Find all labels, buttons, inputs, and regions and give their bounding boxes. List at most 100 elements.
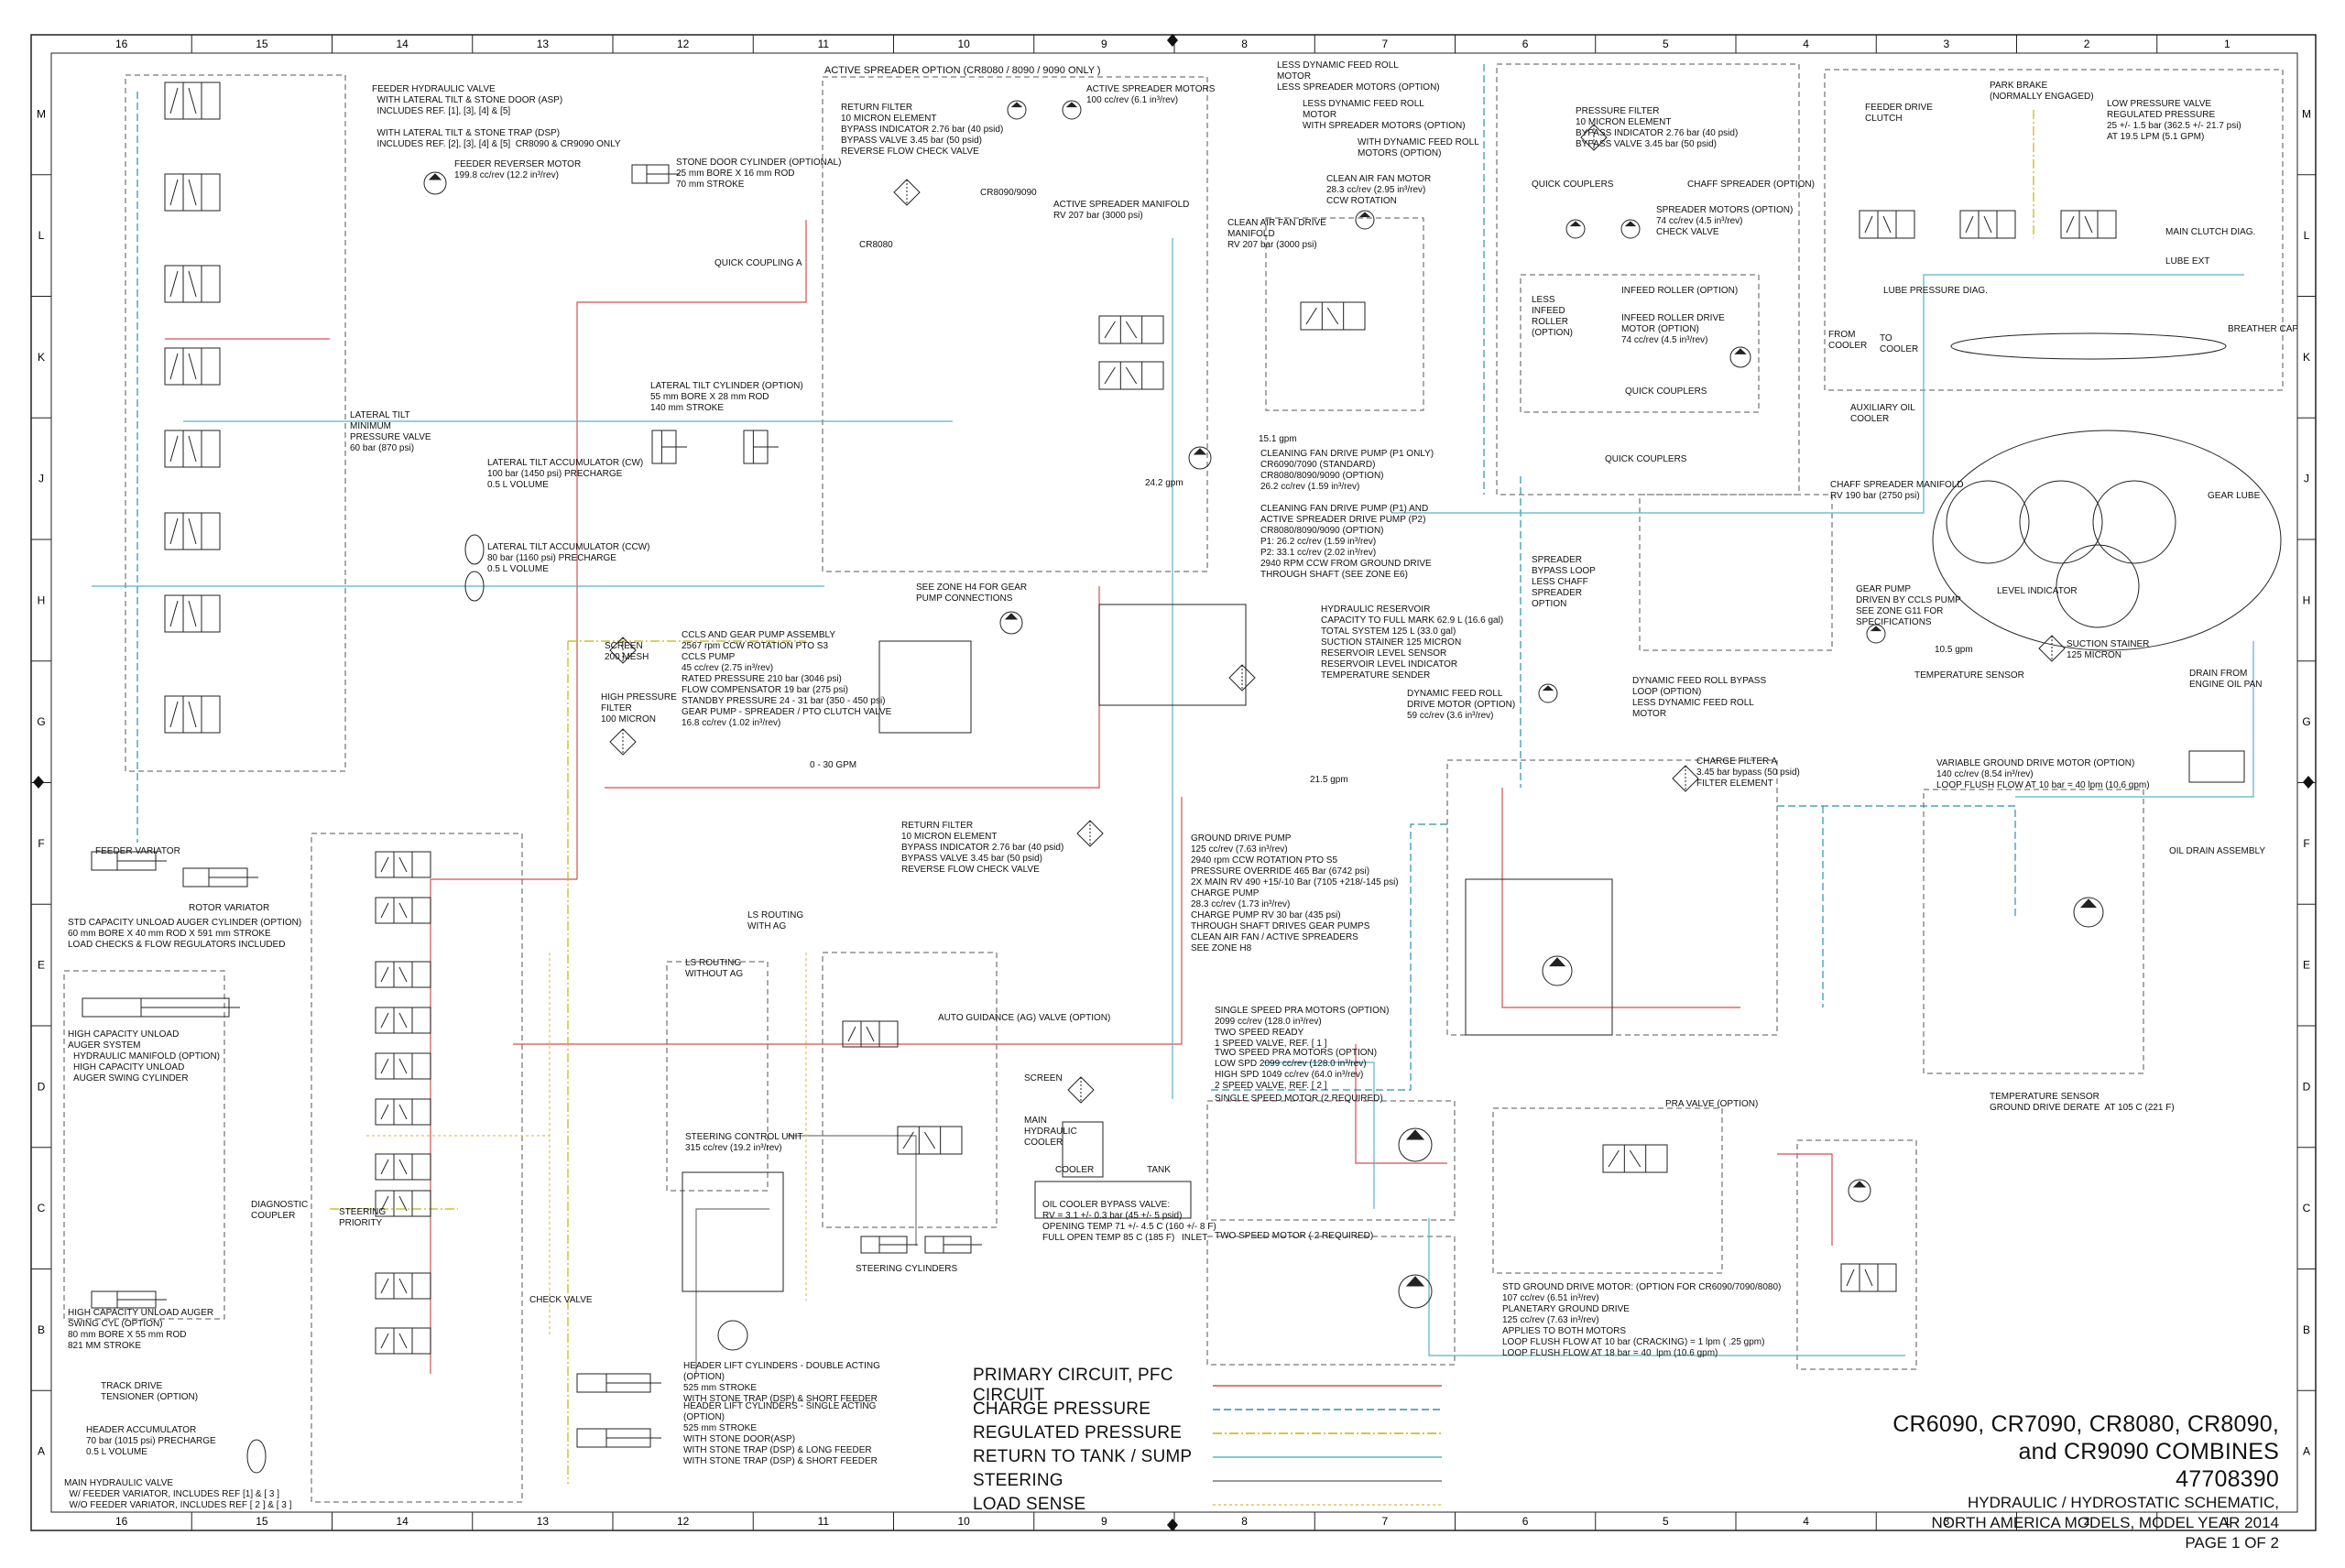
feeder-valve-outline [125, 74, 346, 772]
label-diagnostic-coupler: DIAGNOSTIC COUPLER [251, 1200, 309, 1221]
feeder-valve-section-6 [164, 512, 221, 550]
spreader-manifold-valve-2 [1098, 361, 1164, 390]
label-temp-sensor-gd: TEMPERATURE SENSOR GROUND DRIVE DERATE A… [1990, 1092, 2175, 1113]
row-mark-H-left: H [38, 593, 46, 606]
label-active-spreader-motors: ACTIVE SPREADER MOTORS 100 cc/rev (6.1 i… [1086, 84, 1216, 105]
label-main-hyd-cooler: MAIN HYDRAULIC COOLER [1024, 1116, 1077, 1148]
label-lube-ext: LUBE EXT [2165, 256, 2210, 267]
std-ground-drive-motor-symbol [1848, 1179, 1871, 1203]
label-lube-pressure-diag: LUBE PRESSURE DIAG. [1883, 286, 1988, 296]
row-mark-K-right: K [2303, 351, 2310, 364]
active-spreader-outline [822, 76, 1208, 572]
spreader-motor-chaff-left [1565, 219, 1586, 239]
feeder-valve-section-5 [164, 430, 221, 468]
label-return-filter-1: RETURN FILTER 10 MICRON ELEMENT BYPASS I… [841, 103, 1004, 157]
main-valve-section-3 [375, 961, 431, 988]
component-outline-boxes [63, 63, 2284, 1503]
label-oil-drain-assembly: OIL DRAIN ASSEMBLY [2169, 846, 2266, 856]
label-less-infeed-roller: LESS INFEED ROLLER (OPTION) [1532, 295, 1573, 338]
single-speed-motor-outline [1206, 1100, 1456, 1221]
label-cr8080: CR8080 [859, 240, 893, 250]
col-mark-13-bottom: 13 [537, 1515, 550, 1528]
row-mark-B-left: B [38, 1323, 45, 1336]
label-quick-couplers-3: QUICK COUPLERS [1605, 454, 1687, 464]
col-mark-6-bottom: 6 [1522, 1515, 1529, 1528]
title-models: CR6090, CR7090, CR8080, CR8090, [1892, 1411, 2279, 1437]
row-mark-A-left: A [38, 1445, 45, 1458]
label-header-lift-single: HEADER LIFT CYLINDERS - SINGLE ACTING (O… [683, 1401, 878, 1466]
legend-row: LOAD SENSE [973, 1493, 1442, 1517]
lateral-tilt-cylinder-right [743, 430, 779, 464]
col-mark-4-bottom: 4 [1803, 1515, 1809, 1528]
label-ls-routing-with-ag: LS ROUTING WITH AG [747, 910, 804, 931]
return-line [1392, 274, 2244, 514]
label-gpm-15-1: 15.1 gpm [1259, 434, 1297, 444]
label-high-capacity-unload: HIGH CAPACITY UNLOAD AUGER SYSTEM [68, 1029, 180, 1051]
row-mark-B-right: B [2303, 1323, 2310, 1336]
main-valve-section-10 [375, 1327, 431, 1355]
rotor-variator-cylinder [182, 867, 258, 887]
feeder-valve-section-7 [164, 594, 221, 633]
gearbox-element-3 [2092, 480, 2176, 564]
label-spreader-motors: SPREADER MOTORS (OPTION) 74 cc/rev (4.5 … [1656, 205, 1794, 237]
label-gpm-24-2: 24.2 gpm [1145, 478, 1183, 488]
col-mark-11-bottom: 11 [818, 1515, 830, 1528]
label-track-drive-tensioner: TRACK DRIVE TENSIONER (OPTION) [101, 1381, 199, 1402]
infeed-roller-motor-symbol [1729, 346, 1751, 368]
label-less-dyn-feed-roll-motor-2: LESS DYNAMIC FEED ROLL MOTOR WITH SPREAD… [1303, 99, 1466, 131]
col-mark-8-bottom: 8 [1241, 1515, 1248, 1528]
col-mark-2-bottom: 2 [2084, 1515, 2090, 1528]
center-mark [2303, 776, 2314, 789]
steering-line [788, 1135, 917, 1246]
screen-symbol [609, 637, 637, 664]
label-inlet: INLET [1182, 1233, 1208, 1243]
col-mark-10-top: 10 [957, 38, 970, 50]
label-charge-filter-a: CHARGE FILTER A 3.45 bar bypass (50 psid… [1696, 757, 1800, 789]
lateral-acc-cw-symbol [464, 534, 485, 565]
charge-line [1209, 823, 1447, 1091]
col-mark-5-bottom: 5 [1663, 1515, 1669, 1528]
legend-label: LOAD SENSE [973, 1495, 1086, 1514]
label-main-hyd-valve: MAIN HYDRAULIC VALVE W/ FEEDER VARIATOR,… [64, 1478, 292, 1510]
col-mark-16-top: 16 [115, 38, 128, 50]
label-level-indicator: LEVEL INDICATOR [1997, 586, 2078, 596]
hc-unload-swing-cylinder [91, 1290, 167, 1309]
label-check-valve: CHECK VALVE [529, 1295, 593, 1305]
label-clean-air-fan-motor: CLEAN AIR FAN MOTOR 28.3 cc/rev (2.95 in… [1326, 174, 1432, 206]
col-mark-9-top: 9 [1101, 38, 1107, 50]
stone-door-cylinder-symbol [631, 164, 680, 184]
col-mark-1-bottom: 1 [2224, 1515, 2230, 1528]
chaff-manifold-outline [1639, 494, 1833, 651]
row-mark-L-right: L [2304, 229, 2310, 242]
label-lat-acc-ccw: LATERAL TILT ACCUMULATOR (CCW) 80 bar (1… [487, 542, 650, 574]
row-mark-C-right: C [2303, 1202, 2311, 1214]
label-lateral-tilt-min-pv: LATERAL TILT MINIMUM PRESSURE VALVE 60 b… [350, 410, 431, 453]
border-grid-marks: 1616151514141313121211111010998877665544… [31, 34, 2316, 1531]
feeder-variator-cylinder [91, 851, 167, 871]
primary-line [513, 797, 1183, 1045]
label-variable-ground-drive-motor: VARIABLE GROUND DRIVE MOTOR (OPTION) 140… [1936, 758, 2150, 790]
label-std-ground-drive-motor: STD GROUND DRIVE MOTOR: (OPTION FOR CR60… [1502, 1282, 1782, 1358]
label-stone-door-cyl: STONE DOOR CYLINDER (OPTIONAL) 25 mm BOR… [676, 158, 842, 190]
title-page: PAGE 1 OF 2 [2185, 1534, 2279, 1552]
lateral-acc-ccw-symbol [464, 571, 485, 602]
label-from-cooler: FROM COOLER [1828, 330, 1868, 351]
label-infeed-roller: INFEED ROLLER (OPTION) [1621, 286, 1739, 296]
legend-swatch [1213, 1409, 1442, 1410]
label-dyn-feed-roll-motor: DYNAMIC FEED ROLL DRIVE MOTOR (OPTION) 5… [1407, 689, 1516, 721]
label-oil-cooler-bypass: OIL COOLER BYPASS VALVE: RV = 3.1 +/- 0.… [1042, 1200, 1216, 1243]
legend-row: STEERING [973, 1469, 1442, 1493]
label-screen-200: SCREEN 200 MESH [605, 641, 649, 662]
header-accumulator-symbol [246, 1439, 267, 1474]
label-header-lift-double: HEADER LIFT CYLINDERS - DOUBLE ACTING (O… [683, 1361, 880, 1404]
legend-label: RETURN TO TANK / SUMP [973, 1447, 1193, 1466]
pra-valve-symbol [1602, 1144, 1668, 1173]
primary-line [576, 220, 807, 879]
col-mark-2-top: 2 [2084, 38, 2090, 50]
main-valve-section-9 [375, 1272, 431, 1300]
col-mark-5-top: 5 [1663, 38, 1669, 50]
ag-valve-symbol [842, 1020, 899, 1048]
ccls-pump-symbol [999, 611, 1023, 635]
fan-manifold-valve [1300, 301, 1366, 331]
